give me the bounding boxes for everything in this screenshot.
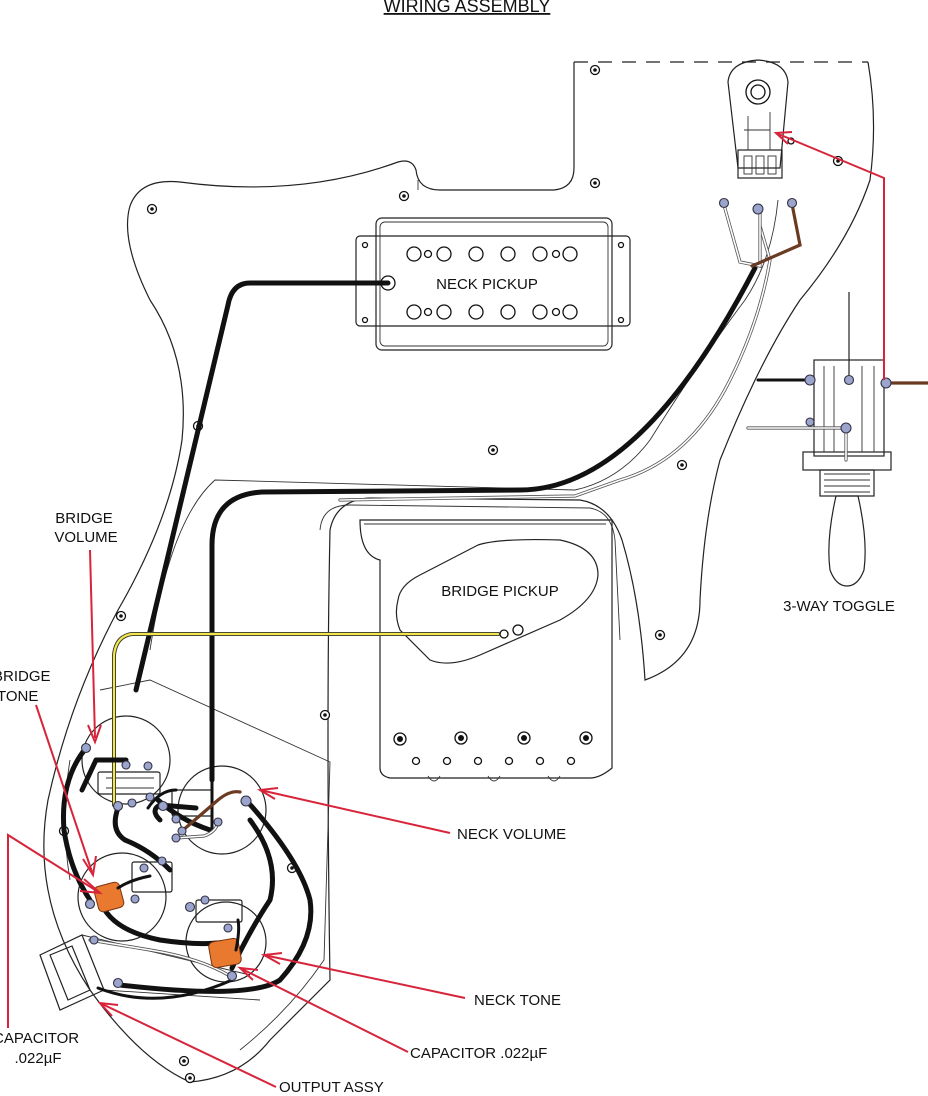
neck-pickup-label: NECK PICKUP — [436, 276, 538, 293]
bridge-tone-capacitor — [93, 881, 125, 913]
solder-lugs — [80, 197, 892, 989]
bridge-assembly: BRIDGE PICKUP — [359, 519, 613, 782]
arrow-neck-tone — [263, 954, 466, 999]
pickup-selector-switch — [727, 59, 795, 179]
neck-tone-label: NECK TONE — [474, 992, 561, 1009]
capacitor-left-label-2: .022µF — [15, 1050, 62, 1067]
three-way-toggle-label: 3-WAY TOGGLE — [783, 598, 895, 615]
callout-arrows — [7, 131, 885, 1088]
pole-pieces-top — [406, 246, 578, 262]
output-assy-label: OUTPUT ASSY — [279, 1079, 384, 1096]
capacitor-left-label-1: CAPACITOR — [0, 1030, 79, 1047]
bridge-volume-pot — [81, 715, 171, 805]
arrow-bridge-volume — [89, 549, 96, 739]
bridge-tone-label-2: TONE — [0, 688, 38, 705]
arrow-bridge-tone — [35, 704, 93, 873]
bridge-pickup-label: BRIDGE PICKUP — [441, 583, 559, 600]
pickguard — [43, 61, 875, 1083]
arrow-neck-volume — [259, 789, 451, 834]
pickguard-screws — [58, 64, 844, 1084]
neck-tone-capacitor — [208, 937, 242, 969]
bridge-tone-pot — [77, 852, 173, 942]
wiring — [61, 202, 928, 1000]
capacitors — [93, 874, 242, 969]
capacitor-right-label: CAPACITOR .022µF — [410, 1045, 547, 1062]
arrow-capacitor-left — [7, 833, 101, 1028]
diagram-title: WIRING ASSEMBLY — [384, 0, 551, 16]
neck-pickup: NECK PICKUP — [355, 217, 631, 351]
bridge-pickup — [395, 538, 599, 664]
bridge-string-holes — [411, 756, 576, 766]
pole-pieces-bottom — [406, 304, 578, 320]
bridge-volume-label-1: BRIDGE — [55, 510, 113, 527]
bridge-volume-label-2: VOLUME — [54, 529, 117, 546]
bridge-saddle-screws — [393, 731, 593, 746]
arrow-output — [99, 1002, 277, 1088]
arrow-capacitor-right — [239, 967, 409, 1053]
arrow-toggle — [775, 132, 885, 380]
neck-volume-label: NECK VOLUME — [457, 826, 566, 843]
three-way-toggle: 3-WAY TOGGLE — [783, 292, 895, 615]
bridge-tone-label-1: BRIDGE — [0, 668, 51, 685]
